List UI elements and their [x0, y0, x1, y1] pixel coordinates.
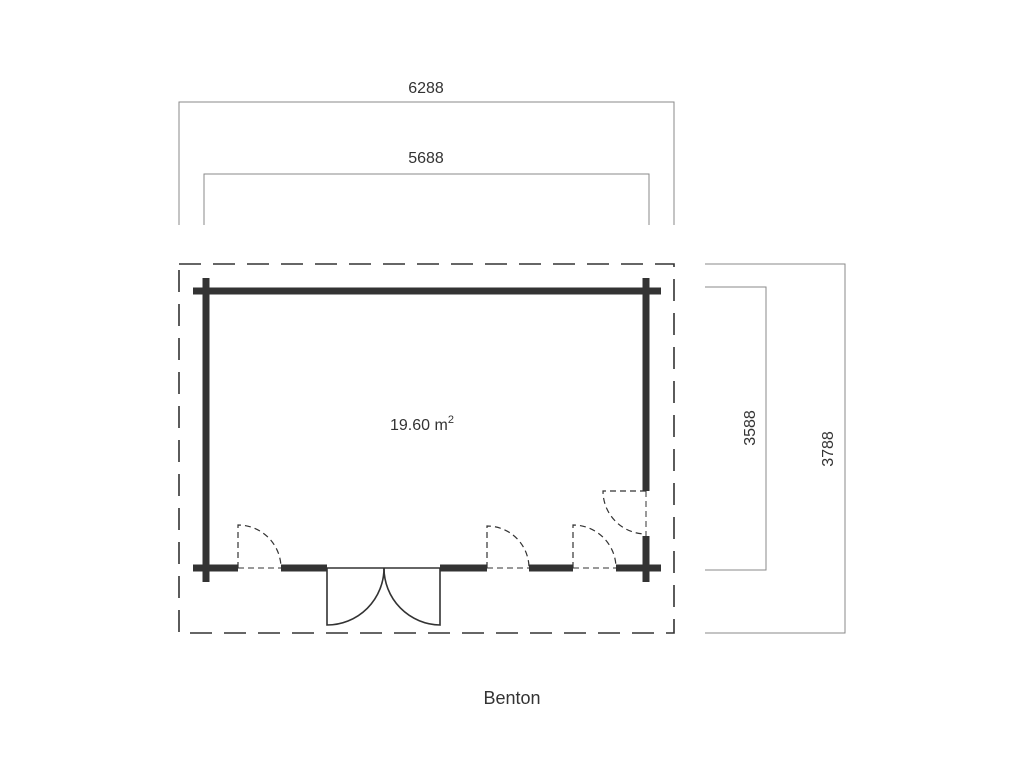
dimension-inner-width-label: 5688 — [408, 150, 444, 167]
dimension-outer-depth: 3788 — [705, 263, 846, 634]
window-right-wall — [602, 490, 647, 536]
dimension-outer-width-label: 6288 — [408, 80, 444, 97]
window-bottom-right — [572, 524, 617, 569]
dimension-inner-depth-label: 3588 — [742, 410, 759, 446]
dimension-outer-width: 6288 — [178, 80, 675, 225]
dimension-inner-width: 5688 — [203, 150, 650, 225]
door-leaf-right — [383, 567, 441, 626]
dimension-inner-depth: 3588 — [705, 286, 767, 571]
dimension-outer-depth-label: 3788 — [820, 431, 837, 467]
floor-area-label: 19.60 m2 — [390, 414, 454, 434]
door-leaf-left — [326, 567, 385, 626]
walls — [193, 278, 661, 582]
roof-overhang-outline — [178, 263, 675, 634]
double-door — [326, 567, 441, 626]
floor-area-value: 19.60 m — [390, 417, 448, 434]
window-bottom-left — [237, 524, 282, 569]
floor-area-exponent: 2 — [448, 414, 454, 426]
window-bottom-center — [486, 525, 530, 569]
model-name-label: Benton — [483, 688, 540, 708]
